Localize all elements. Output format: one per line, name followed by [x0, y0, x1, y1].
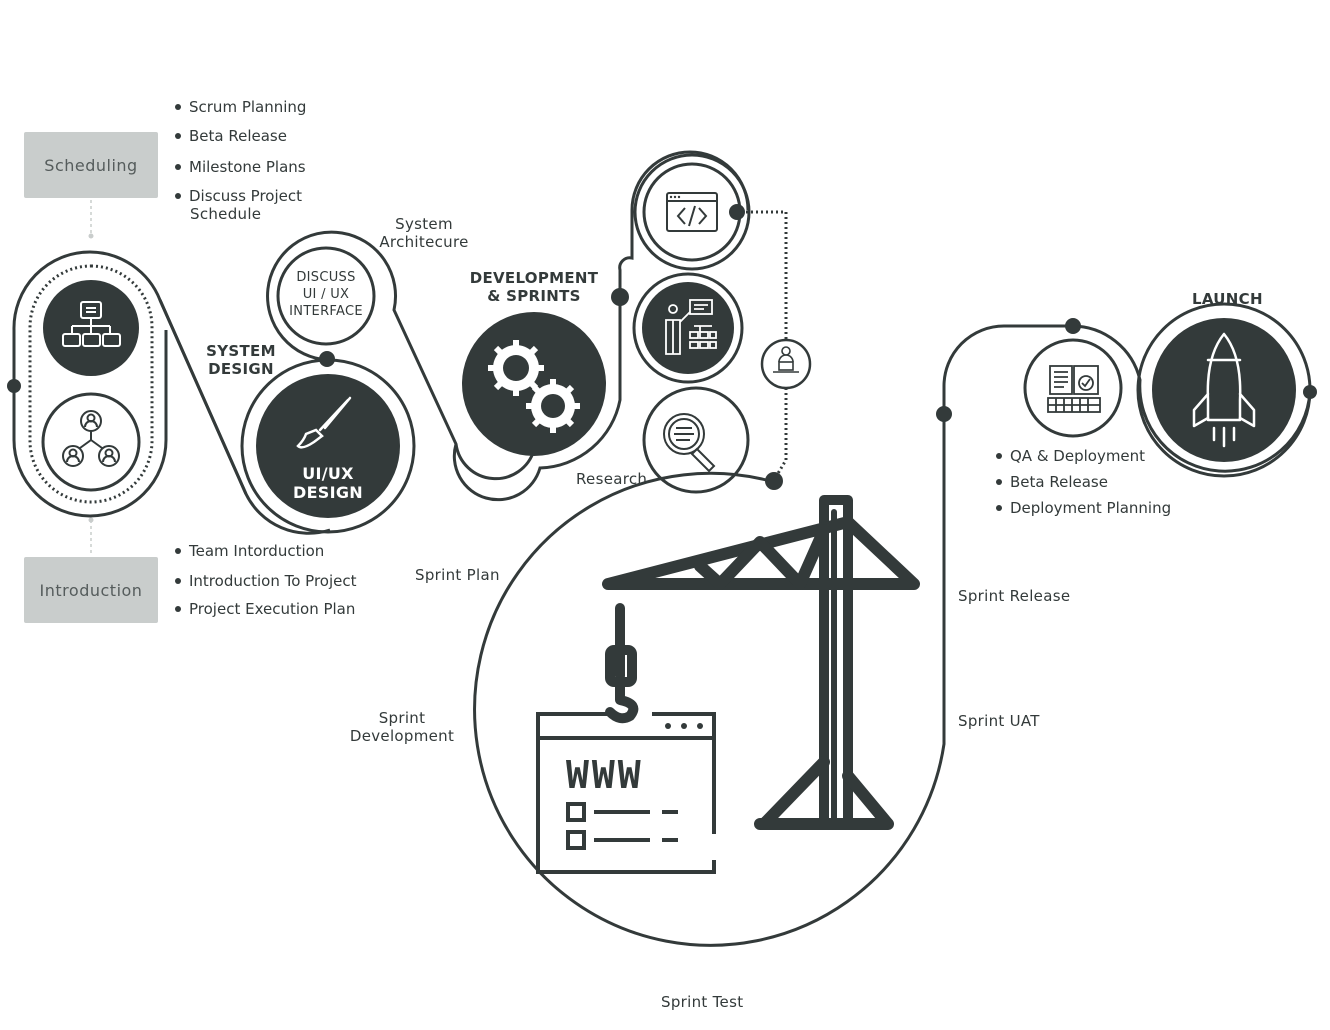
node-dot [1065, 318, 1081, 334]
sprint-test-label: Sprint Test [661, 993, 744, 1011]
sprint-release-label: Sprint Release [958, 587, 1071, 605]
list-item-continuation: Schedule [190, 205, 262, 223]
research-ring [642, 386, 750, 494]
node-dot [729, 204, 745, 220]
development-line1: DEVELOPMENT [469, 269, 599, 287]
qa-deployment-icon [1047, 365, 1101, 413]
sprint-uat-label: Sprint UAT [958, 712, 1040, 730]
uiux-line1: UI/UX [302, 464, 354, 483]
person-laptop-icon [773, 346, 799, 373]
discuss-line3: INTERFACE [289, 304, 363, 319]
node-dot [319, 351, 335, 367]
list-item: Milestone Plans [175, 158, 306, 176]
presentation-icon [665, 299, 717, 355]
introduction-list: Team Intorduction Introduction To Projec… [175, 542, 356, 618]
introduction-tag: Introduction [24, 557, 158, 623]
rocket-icon [1192, 332, 1256, 448]
development-line2: & SPRINTS [487, 287, 581, 305]
left-capsule-inner [28, 264, 154, 504]
discuss-line1: DISCUSS [296, 270, 356, 285]
system-design-line1: SYSTEM [206, 342, 276, 360]
list-item: Discuss Project [175, 187, 306, 205]
search-icon [663, 413, 716, 473]
system-architecture-label: System Architecure [374, 215, 474, 251]
sprint-development-line1: Sprint [378, 709, 426, 727]
node-dot [936, 406, 952, 422]
paintbrush-icon [296, 396, 352, 449]
list-item: Scrum Planning [175, 98, 306, 116]
uiux-label: UI/UX DESIGN [284, 464, 372, 502]
node-dot [1303, 385, 1317, 399]
node-dot [765, 472, 783, 490]
system-architecture-line2: Architecure [379, 233, 469, 251]
hierarchy-icon [62, 301, 121, 347]
sprint-circle [473, 414, 946, 947]
discuss-label: DISCUSS UI / UX INTERFACE [284, 269, 368, 320]
system-architecture-line1: System [395, 215, 453, 233]
sprint-development-line2: Development [349, 727, 455, 745]
node-dot [611, 288, 629, 306]
node-dot [88, 233, 94, 239]
node-dot [88, 517, 94, 523]
www-text: WWW [566, 753, 644, 797]
list-item: Project Execution Plan [175, 600, 356, 618]
launch-circle [1152, 318, 1296, 462]
code-ring [642, 162, 742, 262]
system-design-label: SYSTEM DESIGN [196, 342, 286, 378]
qa-ring [1023, 338, 1123, 438]
discuss-loop [266, 230, 536, 481]
code-icon [666, 192, 718, 232]
dotted-connector [736, 210, 788, 481]
list-item: Team Intorduction [175, 542, 356, 560]
users-network-icon [62, 410, 120, 467]
flow-path-left-capsule-bottom [12, 330, 168, 518]
sprint-plan-label: Sprint Plan [415, 566, 500, 584]
list-item: Introduction To Project [175, 572, 356, 590]
scheduling-tag: Scheduling [24, 132, 158, 198]
list-item: QA & Deployment [996, 447, 1171, 465]
website-icon [536, 712, 716, 874]
discuss-ring [276, 246, 376, 346]
code-ring-outer [633, 153, 751, 271]
list-item: Deployment Planning [996, 499, 1171, 517]
team-ring [632, 272, 744, 384]
research-label: Research [576, 470, 648, 488]
list-item: Beta Release [996, 473, 1171, 491]
launch-list: QA & Deployment Beta Release Deployment … [996, 447, 1171, 517]
gears-icon [488, 340, 580, 433]
launch-title: LAUNCH [1192, 290, 1263, 308]
users-circle [41, 392, 141, 492]
system-design-line2: DESIGN [208, 360, 274, 378]
presentation-circle [642, 282, 734, 374]
dev-loop [452, 150, 750, 502]
uiux-line2: DESIGN [292, 483, 363, 502]
person-laptop-circle [760, 338, 812, 390]
flow-path-left-capsule [12, 250, 248, 495]
uiux-circle [256, 374, 400, 518]
discuss-line2: UI / UX [302, 287, 350, 302]
sprint-development-label: Sprint Development [344, 709, 460, 745]
scheduling-list: Scrum Planning Beta Release Milestone Pl… [175, 98, 306, 205]
development-label: DEVELOPMENT & SPRINTS [466, 269, 602, 305]
node-dot [7, 379, 21, 393]
crane-icon [602, 495, 920, 830]
list-item: Beta Release [175, 127, 306, 145]
